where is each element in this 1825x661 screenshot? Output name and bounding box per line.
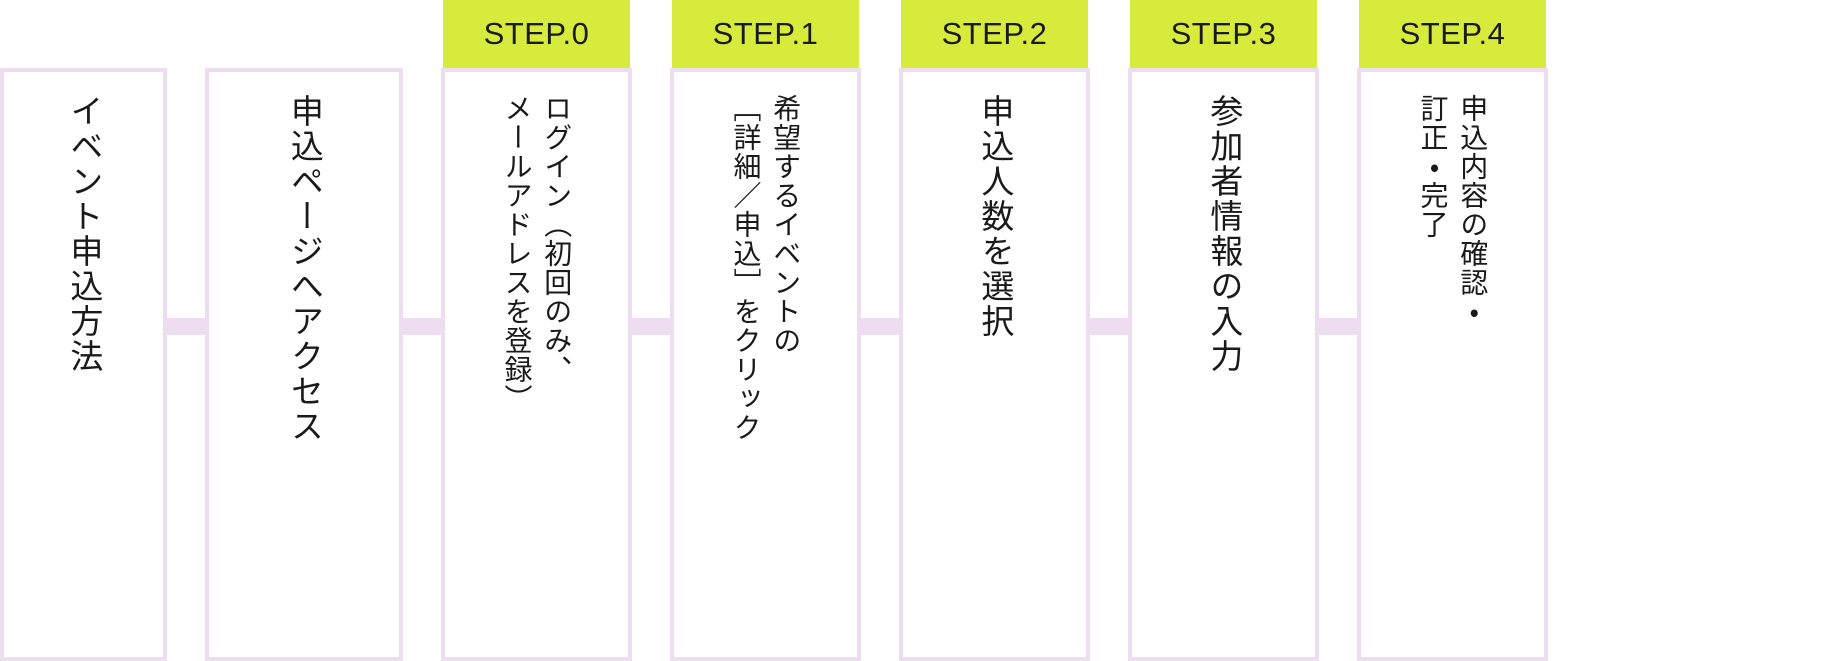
flow-box-text-1: 申込ページへアクセス [285, 94, 325, 444]
flow-box-0: イベント申込方法 [0, 68, 167, 661]
flow-box-text-2b: メールアドレスを登録） [500, 94, 534, 413]
flow-box-text-4: 申込人数を選択 [975, 94, 1015, 339]
flow-column-5: STEP.3 参加者情報の入力 [1128, 0, 1319, 661]
step-label-placeholder-1 [207, 0, 401, 68]
step-label-2: STEP.2 [901, 0, 1088, 68]
flow-column-0: イベント申込方法 [0, 0, 167, 661]
step-label-placeholder-0 [2, 0, 165, 68]
flow-column-4: STEP.2 申込人数を選択 [899, 0, 1090, 661]
flow-box-text-3b: ［詳細／申込］をクリック [729, 94, 763, 442]
step-label-1: STEP.1 [672, 0, 859, 68]
flow-box-text-2a: ログイン（初回のみ、 [540, 94, 574, 384]
flow-connector-4-5 [1088, 0, 1130, 661]
step-label-3: STEP.3 [1130, 0, 1317, 68]
flow-box-5: 参加者情報の入力 [1128, 68, 1319, 661]
flow-box-text-5: 参加者情報の入力 [1204, 94, 1244, 374]
flow-connector-3-4 [859, 0, 901, 661]
flow-box-3: 希望するイベントの ［詳細／申込］をクリック [670, 68, 861, 661]
flow-box-1: 申込ページへアクセス [205, 68, 403, 661]
flow-column-1: 申込ページへアクセス [205, 0, 403, 661]
step-label-4: STEP.4 [1359, 0, 1546, 68]
flow-connector-1-2 [401, 0, 443, 661]
connector-bar [630, 318, 672, 335]
connector-bar [165, 318, 207, 335]
flow-box-2: ログイン（初回のみ、 メールアドレスを登録） [441, 68, 632, 661]
step-label-0: STEP.0 [443, 0, 630, 68]
flow-box-text-3a: 希望するイベントの [769, 94, 803, 355]
connector-bar [1088, 318, 1130, 335]
flow-connector-2-3 [630, 0, 672, 661]
connector-bar [401, 318, 443, 335]
flow-box-4: 申込人数を選択 [899, 68, 1090, 661]
flow-column-3: STEP.1 希望するイベントの ［詳細／申込］をクリック [670, 0, 861, 661]
flow-box-text-6b: 訂正・完了 [1416, 94, 1450, 239]
flow-box-text-0: イベント申込方法 [64, 94, 104, 374]
connector-bar [859, 318, 901, 335]
flow-connector-5-6 [1317, 0, 1359, 661]
flow-box-text-6a: 申込内容の確認・ [1456, 94, 1490, 326]
connector-bar [1317, 318, 1359, 335]
flow-column-2: STEP.0 ログイン（初回のみ、 メールアドレスを登録） [441, 0, 632, 661]
flow-connector-0-1 [165, 0, 207, 661]
flow-column-6: STEP.4 申込内容の確認・ 訂正・完了 [1357, 0, 1548, 661]
flow-box-6: 申込内容の確認・ 訂正・完了 [1357, 68, 1548, 661]
